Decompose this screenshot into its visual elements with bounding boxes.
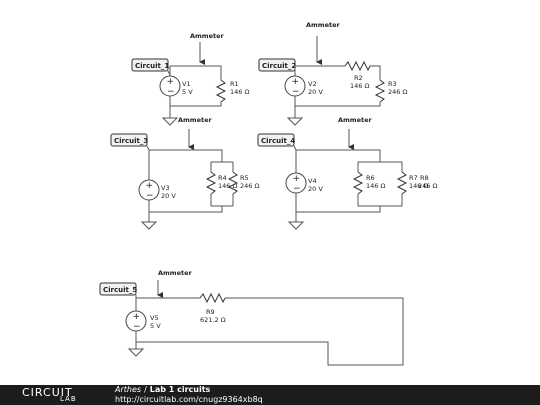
circuit-2: Circuit_2 Ammeter +− V2 20 V R2 146 Ω R3… [258,21,407,126]
svg-text:+: + [167,77,175,87]
circuit-2-r3-name: R3 [388,80,397,88]
circuit-5-tag-label: Circuit_5 [103,286,137,294]
svg-text:−: − [133,322,141,332]
circuit-2-r2-value: 146 Ω [350,82,369,90]
circuit-2-ground [286,117,304,126]
circuit-3-r5-value: 246 Ω [240,182,259,190]
svg-text:+: + [293,174,301,184]
svg-text:−: − [292,87,300,97]
circuit-2-source-value: 20 V [308,88,323,96]
circuit-3-r4-name: R4 [218,174,227,182]
circuit-1-r1-name: R1 [230,80,239,88]
circuit-2-source-name: V2 [308,80,317,88]
circuit-4-r6-value: 146 Ω [366,182,385,190]
author-link[interactable]: Arthes [115,385,142,394]
circuit-1-ammeter-label: Ammeter [190,32,225,40]
circuit-2-resistor-r2 [344,60,371,72]
circuit-5-source-value: 5 V [150,322,161,330]
circuit-4-ammeter-label: Ammeter [338,116,373,124]
circuit-4-resistor-r7 [396,171,408,195]
circuit-1-r1-value: 146 Ω [230,88,249,96]
circuit-4-source-name: V4 [308,177,317,185]
logo-text-lab: LAB [60,395,77,403]
circuit-4-tag-label: Circuit_4 [261,137,295,145]
circuit-2-tag-label: Circuit_2 [262,62,296,70]
svg-text:−: − [293,184,301,194]
circuit-5-ammeter-label: Ammeter [158,269,193,277]
circuit-3-r4-value: 146 Ω [218,182,237,190]
circuit-5-r9-value: 621.2 Ω [200,316,226,324]
circuit-1-tag[interactable] [131,58,169,72]
circuit-1: Circuit_1 Ammeter +− V1 5 V R1 146 Ω [131,32,249,126]
circuit-1-ground [161,117,179,126]
logo-text-circuit: CIRCUIT [22,386,73,399]
circuit-4-r8-value: 246 Ω [418,182,437,190]
circuit-5-ground [127,348,145,357]
circuit-3-ground [140,221,158,230]
circuit-2-tag[interactable] [258,58,296,72]
circuit-3-ammeter-label: Ammeter [178,116,213,124]
circuit-1-resistor-r1 [215,79,227,103]
circuit-1-source-name: V1 [182,80,191,88]
circuit-4-r6-name: R6 [366,174,375,182]
circuit-5-tag[interactable] [99,282,137,296]
circuit-3-tag[interactable] [110,133,148,147]
circuit-3: Circuit_3 Ammeter +− V3 20 V R4 146 Ω R5… [110,116,259,230]
circuit-5-source-name: V5 [150,314,159,322]
circuit-2-resistor-r3 [374,79,386,103]
circuit-1-tag-label: Circuit_1 [135,62,169,70]
footer-bar: CIRCUIT LAB Arthes/Lab 1 circuits http:/… [0,385,540,405]
svg-text:+: + [146,181,154,191]
circuit-3-resistor-r4 [205,171,217,195]
circuit-4-r7-value: 146 Ω [409,182,428,190]
circuit-3-source-name: V3 [161,184,170,192]
circuit-3-tag-label: Circuit_3 [114,137,148,145]
schematic-title: Arthes/Lab 1 circuits [115,385,210,394]
circuit-4-ground [287,221,305,230]
circuit-3-resistor-r5 [227,171,239,195]
schematic-name: Lab 1 circuits [149,385,211,394]
circuit-2-r2-name: R2 [354,74,363,82]
schematic-url-link[interactable]: http://circuitlab.com/cnugz9364xb8q [115,395,263,404]
circuit-2-ammeter-label: Ammeter [306,21,341,29]
circuitlab-logo[interactable]: CIRCUIT LAB [22,386,94,404]
circuit-4: Circuit_4 Ammeter +− V4 20 V R6 146 Ω R7… [257,116,437,230]
circuit-5: Circuit_5 Ammeter +− V5 5 V R9 621.2 Ω [99,269,404,366]
schematic-canvas: Circuit_1 Ammeter +− V1 5 V R1 146 Ω Cir… [99,21,437,366]
title-separator: / [144,385,147,394]
circuit-2-r3-value: 246 Ω [388,88,407,96]
circuit-3-source-value: 20 V [161,192,176,200]
circuit-4-source-value: 20 V [308,185,323,193]
svg-text:−: − [167,87,175,97]
circuit-4-r7-name: R7 [409,174,418,182]
circuit-4-tag[interactable] [257,133,295,147]
svg-text:+: + [292,77,300,87]
svg-text:+: + [133,312,141,322]
svg-text:−: − [146,191,154,201]
circuit-4-r8-name: R8 [420,174,429,182]
circuit-5-resistor-r9 [199,292,226,304]
circuit-5-r9-name: R9 [206,308,215,316]
circuit-1-source-value: 5 V [182,88,193,96]
circuit-4-resistor-r6 [352,171,364,195]
circuit-3-r5-name: R5 [240,174,249,182]
